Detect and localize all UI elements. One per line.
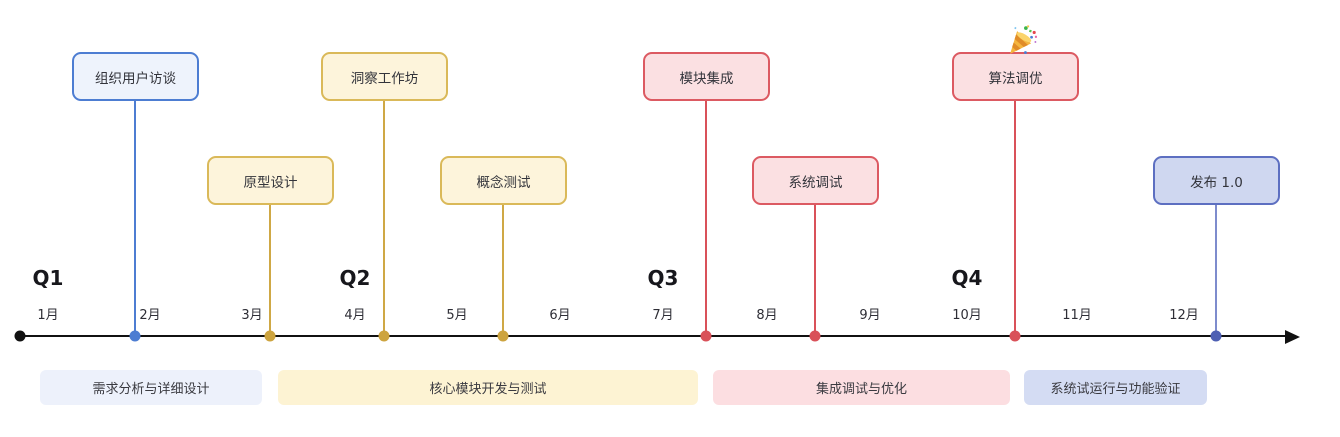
milestone-box: 组织用户访谈 bbox=[72, 52, 199, 101]
month-label: 12月 bbox=[1169, 308, 1199, 323]
month-label: 11月 bbox=[1062, 308, 1092, 323]
milestone-dot bbox=[809, 330, 821, 342]
milestone-label: 系统调试 bbox=[788, 174, 843, 191]
month-label: 4月 bbox=[344, 308, 366, 323]
phase-bar: 系统试运行与功能验证 bbox=[1024, 370, 1207, 405]
milestone-dot bbox=[700, 330, 712, 342]
milestone-box: 发布 1.0 bbox=[1153, 156, 1280, 205]
month-label: 3月 bbox=[241, 308, 263, 323]
milestone-label: 算法调优 bbox=[988, 70, 1043, 87]
phase-bar: 核心模块开发与测试 bbox=[278, 370, 698, 405]
milestone-connector bbox=[134, 100, 136, 336]
timeline-axis bbox=[20, 334, 1287, 338]
month-label: 1月 bbox=[37, 308, 59, 323]
phase-bar: 集成调试与优化 bbox=[713, 370, 1010, 405]
quarter-label: Q1 bbox=[32, 266, 64, 290]
month-label: 9月 bbox=[859, 308, 881, 323]
milestone-connector bbox=[1014, 100, 1016, 336]
phase-label: 系统试运行与功能验证 bbox=[1050, 382, 1181, 397]
month-label: 6月 bbox=[549, 308, 571, 323]
milestone-label: 组织用户访谈 bbox=[95, 70, 176, 87]
party-popper-icon bbox=[1010, 25, 1038, 54]
milestone-box: 系统调试 bbox=[752, 156, 879, 205]
milestone-label: 原型设计 bbox=[243, 174, 298, 191]
quarter-label: Q2 bbox=[339, 266, 371, 290]
phase-bar: 需求分析与详细设计 bbox=[40, 370, 262, 405]
milestone-dot bbox=[129, 330, 141, 342]
month-label: 7月 bbox=[652, 308, 674, 323]
timeline-start-dot bbox=[14, 330, 26, 342]
milestone-connector bbox=[269, 204, 271, 336]
milestone-connector bbox=[502, 204, 504, 336]
month-label: 10月 bbox=[952, 308, 982, 323]
milestone-connector bbox=[1215, 204, 1217, 336]
phase-label: 集成调试与优化 bbox=[815, 382, 907, 397]
milestone-dot bbox=[264, 330, 276, 342]
month-label: 8月 bbox=[756, 308, 778, 323]
milestone-dot bbox=[1210, 330, 1222, 342]
milestone-dot bbox=[378, 330, 390, 342]
milestone-box: 算法调优 bbox=[952, 52, 1079, 101]
milestone-label: 洞察工作坊 bbox=[350, 70, 419, 87]
milestone-box: 概念测试 bbox=[440, 156, 567, 205]
phase-label: 需求分析与详细设计 bbox=[92, 382, 210, 397]
milestone-label: 模块集成 bbox=[679, 70, 734, 87]
month-label: 2月 bbox=[139, 308, 161, 323]
milestone-label: 发布 1.0 bbox=[1190, 174, 1243, 191]
milestone-box: 模块集成 bbox=[643, 52, 770, 101]
milestone-connector bbox=[705, 100, 707, 336]
phase-label: 核心模块开发与测试 bbox=[429, 382, 547, 397]
milestone-connector bbox=[814, 204, 816, 336]
milestone-label: 概念测试 bbox=[476, 174, 531, 191]
month-label: 5月 bbox=[446, 308, 468, 323]
milestone-box: 原型设计 bbox=[207, 156, 334, 205]
milestone-dot bbox=[1009, 330, 1021, 342]
milestone-box: 洞察工作坊 bbox=[321, 52, 448, 101]
timeline-arrowhead-icon bbox=[1285, 329, 1300, 344]
quarter-label: Q3 bbox=[647, 266, 679, 290]
milestone-dot bbox=[497, 330, 509, 342]
quarter-label: Q4 bbox=[951, 266, 983, 290]
milestone-connector bbox=[383, 100, 385, 336]
